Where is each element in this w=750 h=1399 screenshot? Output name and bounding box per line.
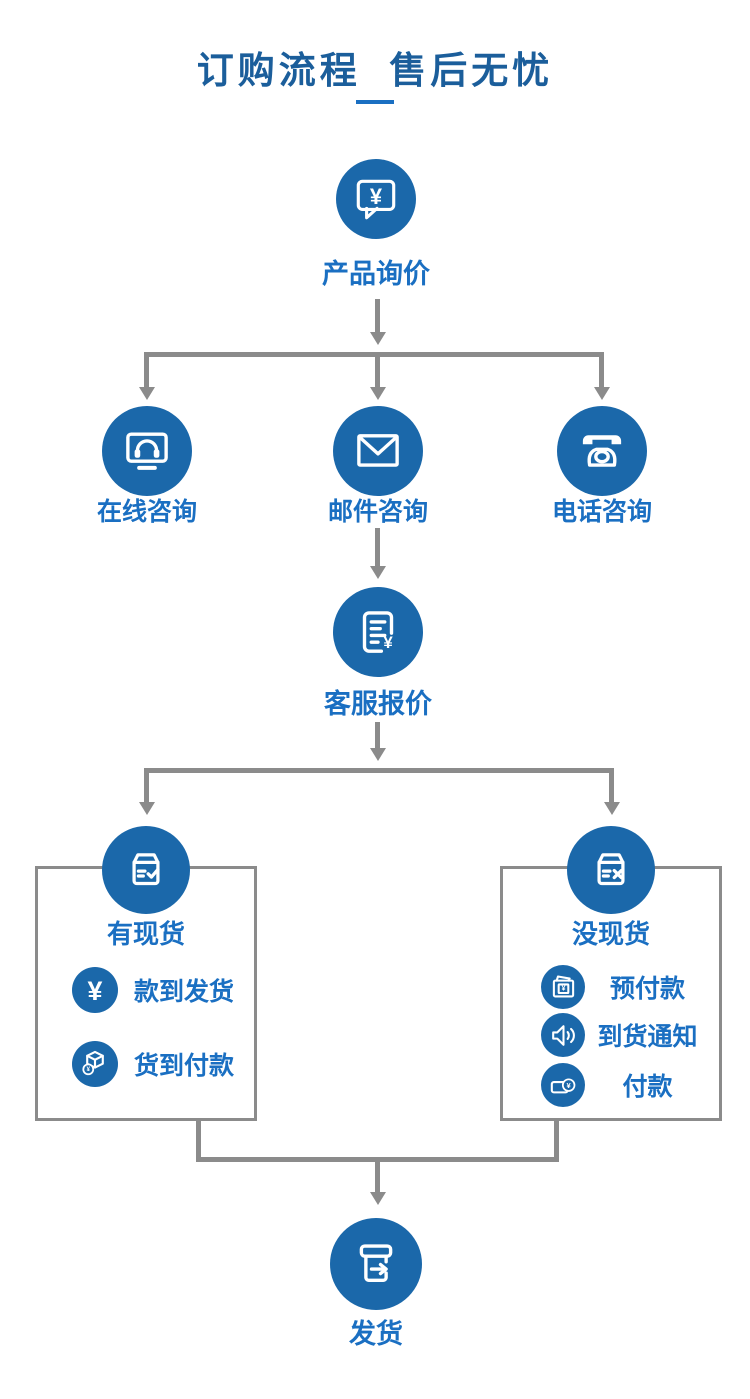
- online-consult-label: 在线咨询: [96, 498, 197, 526]
- list-item-arrival-notice: 到货通知: [541, 1013, 710, 1057]
- envelope-icon: [351, 424, 405, 478]
- node-online-consult: [102, 406, 192, 496]
- chat-yuan-icon: ¥: [351, 174, 401, 224]
- svg-text:¥: ¥: [370, 184, 383, 209]
- payment-label: 付款: [622, 1073, 673, 1101]
- list-item-payment: ¥ 付款: [541, 1063, 710, 1107]
- connector-ship-line: [375, 1162, 380, 1192]
- branch2-horizontal-line: [144, 768, 614, 773]
- svg-text:¥: ¥: [383, 633, 393, 652]
- branch1-horizontal-line: [144, 352, 604, 357]
- page-title: 订购流程 售后无忧: [196, 50, 554, 91]
- connector-ship-arrowhead: [370, 1192, 386, 1205]
- node-in-stock: [102, 826, 190, 914]
- connector-quote-arrowhead: [370, 748, 386, 761]
- merge-right-line: [554, 1121, 559, 1162]
- connector-start-line: [375, 299, 380, 332]
- speaker-icon: [541, 1013, 585, 1057]
- package-coin-icon: ¥: [72, 1041, 118, 1087]
- branch1-left-drop: [144, 352, 149, 387]
- card-coin-icon: ¥: [541, 1063, 585, 1107]
- connector-start-arrowhead: [370, 332, 386, 345]
- merge-left-line: [196, 1121, 201, 1162]
- in-stock-label: 有现货: [106, 919, 185, 949]
- svg-text:¥: ¥: [561, 985, 565, 992]
- box-arrow-icon: [349, 1237, 403, 1291]
- pay-then-ship-label: 款到发货: [133, 978, 234, 1006]
- node-service-quote: ¥: [333, 587, 423, 677]
- wallet-yuan-icon: ¥: [541, 965, 585, 1009]
- branch2-right-arrowhead: [604, 802, 620, 815]
- svg-text:¥: ¥: [88, 976, 103, 1006]
- monitor-headset-icon: [120, 424, 174, 478]
- list-item-cod: ¥ 货到付款: [72, 1041, 250, 1087]
- connector-consult-quote-line: [375, 528, 380, 566]
- ship-label: 发货: [349, 1319, 403, 1349]
- branch2-left-drop: [144, 768, 149, 802]
- branch1-right-drop: [599, 352, 604, 387]
- svg-text:¥: ¥: [566, 1081, 571, 1090]
- telephone-icon: [575, 424, 629, 478]
- connector-quote-line: [375, 722, 380, 748]
- node-email-consult: [333, 406, 423, 496]
- invoice-yuan-icon: ¥: [351, 605, 405, 659]
- box-check-icon: [120, 844, 172, 896]
- connector-consult-quote-arrowhead: [370, 566, 386, 579]
- arrival-notice-label: 到货通知: [597, 1023, 698, 1051]
- cash-on-delivery-label: 货到付款: [133, 1052, 234, 1080]
- advance-payment-label: 预付款: [609, 975, 685, 1003]
- branch2-right-drop: [609, 768, 614, 802]
- node-phone-consult: [557, 406, 647, 496]
- service-quote-label: 客服报价: [324, 689, 432, 719]
- node-no-stock: [567, 826, 655, 914]
- title-underline: [356, 100, 394, 104]
- node-product-inquiry: ¥: [336, 159, 416, 239]
- branch1-mid-arrowhead: [370, 387, 386, 400]
- list-item-advance-payment: ¥ 预付款: [541, 965, 710, 1009]
- branch1-left-arrowhead: [139, 387, 155, 400]
- product-inquiry-label: 产品询价: [322, 259, 430, 289]
- branch2-left-arrowhead: [139, 802, 155, 815]
- branch1-mid-drop: [375, 355, 380, 387]
- svg-text:¥: ¥: [86, 1066, 90, 1073]
- no-stock-label: 没现货: [571, 919, 650, 949]
- email-consult-label: 邮件咨询: [327, 498, 428, 526]
- merge-horizontal-line: [196, 1157, 559, 1162]
- yuan-icon: ¥: [72, 967, 118, 1013]
- box-x-icon: [585, 844, 637, 896]
- branch1-right-arrowhead: [594, 387, 610, 400]
- phone-consult-label: 电话咨询: [551, 498, 652, 526]
- list-item-payment-first: ¥ 款到发货: [72, 967, 250, 1013]
- node-ship: [330, 1218, 422, 1310]
